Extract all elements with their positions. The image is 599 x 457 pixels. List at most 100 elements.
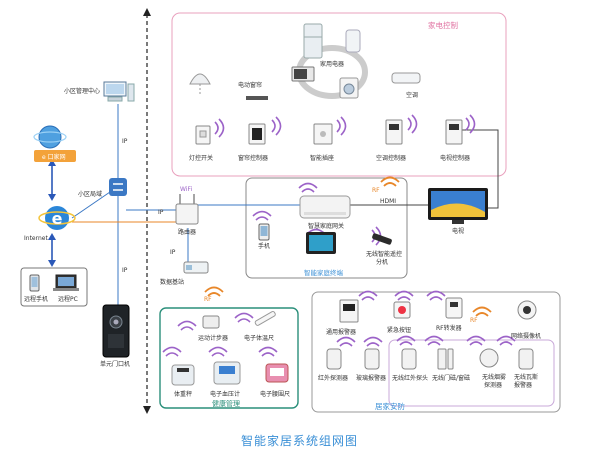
- tv-controller-panel: [445, 119, 463, 145]
- remote-control-icon: [372, 233, 392, 245]
- ir-detector-icon: [326, 348, 342, 370]
- waist-ruler-label: 电子腰围尺: [260, 390, 290, 398]
- smart-socket-panel: [313, 123, 333, 145]
- ir-detector-label: 红外探测器: [318, 374, 348, 382]
- curtain-motor-icon: [246, 96, 268, 100]
- internet-icon: e: [38, 206, 76, 230]
- light-switch-panel: [195, 125, 211, 145]
- pedometer-icon: [202, 315, 220, 329]
- tv-controller-to-tv-cable: [462, 129, 499, 209]
- thermometer-label: 电子体温尺: [244, 334, 274, 342]
- bp-meter-icon: [213, 361, 241, 385]
- smoke-label-2: 探测器: [484, 381, 502, 389]
- camera-label: 网络摄像机: [511, 332, 541, 340]
- door-unit-label: 单元门口机: [100, 360, 130, 368]
- app-badge-label: e 口家网: [42, 153, 66, 161]
- ip-label-4: IP: [122, 267, 128, 274]
- thermometer-icon: [254, 311, 276, 326]
- rf-signals: [204, 176, 492, 317]
- tv-icon: [428, 188, 488, 224]
- router-icon: [175, 194, 199, 225]
- home-appliances-label: 家用电器: [320, 60, 344, 68]
- router-label: 路由器: [178, 228, 196, 236]
- community-switch-icon: [109, 178, 127, 196]
- internet-label: Internet: [24, 235, 48, 242]
- health-box: [159, 307, 299, 409]
- arrow-head-c: [48, 233, 56, 240]
- air-conditioner-label: 空调: [406, 91, 418, 99]
- community-center-label: 小区管理中心: [64, 87, 100, 95]
- scale-label: 体重秤: [174, 390, 192, 398]
- bp-meter-label: 电子血压计: [210, 390, 240, 398]
- emergency-button-icon: [393, 301, 411, 319]
- internet-to-switch-line: [71, 191, 111, 219]
- remote-label-line1: 无线智能遥控: [366, 250, 402, 258]
- security-rf-label: RF: [470, 317, 478, 324]
- gas-detector-label-1: 无线瓦斯: [514, 373, 538, 381]
- tv-label: 电视: [452, 227, 464, 235]
- terminal-phone-icon: [258, 223, 270, 241]
- group-title-security: 居家安防: [375, 401, 405, 411]
- community-center-pc: [103, 81, 135, 102]
- light-switch-label: 灯控开关: [189, 154, 213, 162]
- remote-phone-label: 远程手机: [24, 295, 48, 303]
- wireless-sensor-box: [388, 339, 555, 407]
- laptop-icon: [53, 274, 79, 291]
- remote-devices-box: [20, 267, 88, 307]
- rf-repeater-label: RF转发器: [436, 324, 462, 332]
- door-unit-icon: [102, 304, 130, 358]
- camera-icon: [517, 300, 537, 320]
- arrow-head-d: [48, 260, 56, 267]
- remote-label-line2: 分机: [376, 258, 388, 266]
- ac-controller-panel: [385, 119, 403, 145]
- emergency-button-label: 紧急按钮: [387, 326, 411, 334]
- water-heater-icon: [345, 29, 361, 53]
- microwave-icon: [291, 66, 315, 82]
- divider-arrow-bottom: [143, 406, 151, 414]
- group-title-health: 健康管理: [212, 399, 240, 408]
- ip-label-1: IP: [122, 138, 128, 145]
- gas-detector-label-2: 报警器: [514, 381, 532, 389]
- remote-pc-label: 远程PC: [58, 295, 78, 303]
- scale-icon: [171, 364, 195, 386]
- smoke-detector-icon: [479, 348, 499, 368]
- curtain-controller-panel: [248, 123, 266, 145]
- tv-controller-label: 电视控制器: [440, 154, 470, 162]
- svg-text:e: e: [52, 209, 63, 228]
- air-conditioner-icon: [391, 72, 421, 84]
- diagram-title: 智能家居系统组网图: [240, 434, 358, 448]
- washer-icon: [339, 77, 359, 99]
- wifi-label: WiFi: [180, 186, 192, 193]
- pedometer-label: 运动计步器: [198, 334, 228, 342]
- gas-detector-icon: [518, 348, 534, 370]
- rf-label-2: RF: [204, 296, 212, 303]
- community-switch-label: 小区局域: [78, 190, 102, 198]
- curtain-motor-label: 电动窗帘: [238, 81, 262, 89]
- appliance-control-box: [171, 12, 507, 177]
- arrow-head-a: [48, 159, 56, 166]
- wifi-signals: [162, 114, 516, 357]
- gateway-label: 智慧家庭网关: [308, 222, 344, 230]
- rf-label-1: RF: [372, 187, 380, 194]
- ac-controller-label: 空调控制器: [376, 154, 406, 162]
- home-terminal-box: [245, 177, 408, 279]
- curtain-controller-label: 窗帘控制器: [238, 154, 268, 162]
- smart-socket-label: 智能插座: [310, 154, 334, 162]
- glass-break-icon: [364, 348, 380, 370]
- waist-ruler-icon: [265, 363, 289, 383]
- ceiling-light-icon: [189, 73, 211, 96]
- gateway-icon: [299, 195, 351, 219]
- gas-alarm-label: 通用报警器: [326, 328, 356, 336]
- hdmi-label: HDMI: [380, 198, 396, 205]
- remote-phone-icon: [29, 274, 40, 292]
- gas-alarm-icon: [339, 299, 359, 323]
- arrow-head-b: [48, 194, 56, 201]
- divider-arrow-top: [143, 8, 151, 16]
- app-badge: [33, 125, 76, 162]
- terminal-phone-label: 手机: [258, 242, 270, 250]
- wireless-ir-label: 无线红外探头: [392, 374, 428, 382]
- wireless-ir-icon: [401, 348, 417, 370]
- base-station-label: 数据基站: [160, 278, 184, 286]
- fridge-icon: [303, 23, 323, 59]
